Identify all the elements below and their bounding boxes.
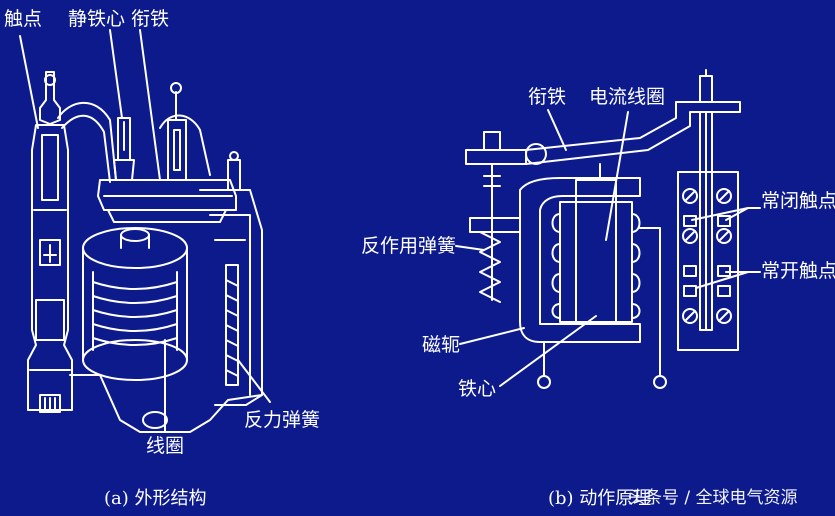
label-core: 铁心 <box>458 378 497 400</box>
relay-external-structure <box>19 29 271 433</box>
reaction-spring-left <box>225 264 239 386</box>
label-current-coil: 电流线圈 <box>589 86 666 108</box>
leader-core <box>499 315 597 387</box>
watermark: 头条号 / 全球电气资源 <box>628 488 798 508</box>
contact-panel <box>677 111 739 351</box>
leader-armature-right <box>547 109 567 151</box>
current-coil <box>551 163 641 323</box>
caption-left: (a) 外形结构 <box>104 488 207 509</box>
yoke-right <box>519 177 641 343</box>
coil-terminals <box>537 227 667 389</box>
leader-reaction-spring-left <box>237 359 271 403</box>
label-coil-left: 线圈 <box>146 435 185 457</box>
contact-column <box>27 71 73 413</box>
armature-lever <box>525 69 741 165</box>
leader-contact <box>19 35 39 129</box>
label-reaction-spring-left: 反力弹簧 <box>244 409 321 431</box>
label-contact: 触点 <box>4 8 43 30</box>
label-nc-contact: 常闭触点 <box>761 190 835 212</box>
leader-reaction-spring-right <box>455 245 485 251</box>
coil-body <box>82 227 188 381</box>
leader-no-contact <box>695 271 761 289</box>
frame-yoke <box>199 151 263 406</box>
leader-armature <box>139 29 161 181</box>
leader-static-core <box>109 29 123 119</box>
armature-plate <box>97 179 237 223</box>
label-static-core: 静铁心 <box>68 8 126 30</box>
label-no-contact: 常开触点 <box>761 260 835 282</box>
leader-yoke <box>459 327 525 345</box>
label-armature-right: 衔铁 <box>528 86 567 108</box>
leader-nc-contact <box>691 207 761 221</box>
label-armature-left: 衔铁 <box>131 8 170 30</box>
caption-right: (b) 动作原理 <box>548 488 652 509</box>
relay-operating-principle <box>455 69 761 389</box>
label-reaction-spring-right: 反作用弹簧 <box>361 235 457 257</box>
label-yoke: 磁轭 <box>422 334 461 356</box>
leader-current-coil <box>605 111 629 241</box>
